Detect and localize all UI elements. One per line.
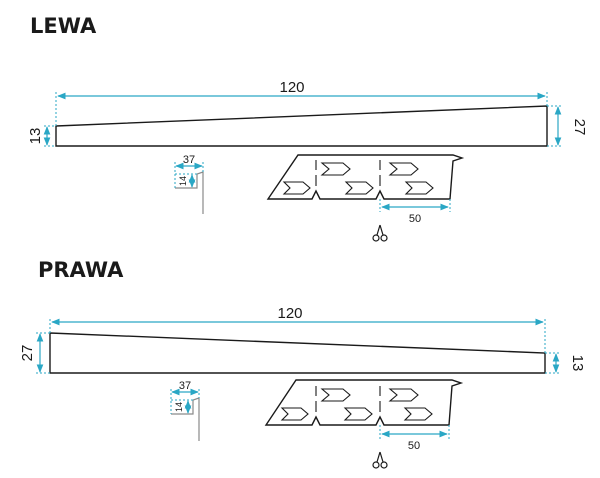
profile-cross-section: 37 14 bbox=[174, 154, 204, 214]
segment-label: 50 bbox=[408, 440, 420, 452]
section-title: PRAWA bbox=[38, 258, 124, 282]
notched-blank bbox=[266, 154, 465, 200]
scissors-icon bbox=[372, 224, 388, 242]
section-title: LEWA bbox=[30, 14, 97, 38]
notched-blank bbox=[264, 379, 464, 426]
profile-height-label: 14 bbox=[178, 176, 188, 186]
segment-label: 50 bbox=[409, 213, 421, 225]
scissors-icon bbox=[372, 451, 388, 469]
left-height-label: 27 bbox=[19, 345, 36, 362]
section-prawa: PRAWA 120 27 13 37 14 bbox=[19, 258, 586, 469]
tapered-strip bbox=[55, 105, 548, 147]
right-height-label: 27 bbox=[571, 119, 588, 136]
profile-cross-section: 37 14 bbox=[170, 380, 200, 441]
length-label: 120 bbox=[277, 305, 302, 322]
left-height-label: 13 bbox=[27, 128, 44, 145]
section-lewa: LEWA 120 13 27 37 14 bbox=[27, 14, 588, 242]
profile-width-label: 37 bbox=[183, 154, 195, 166]
profile-height-label: 14 bbox=[174, 402, 184, 412]
tapered-strip bbox=[49, 332, 546, 374]
right-height-label: 13 bbox=[569, 355, 586, 372]
length-label: 120 bbox=[279, 79, 304, 96]
profile-width-label: 37 bbox=[179, 380, 191, 392]
